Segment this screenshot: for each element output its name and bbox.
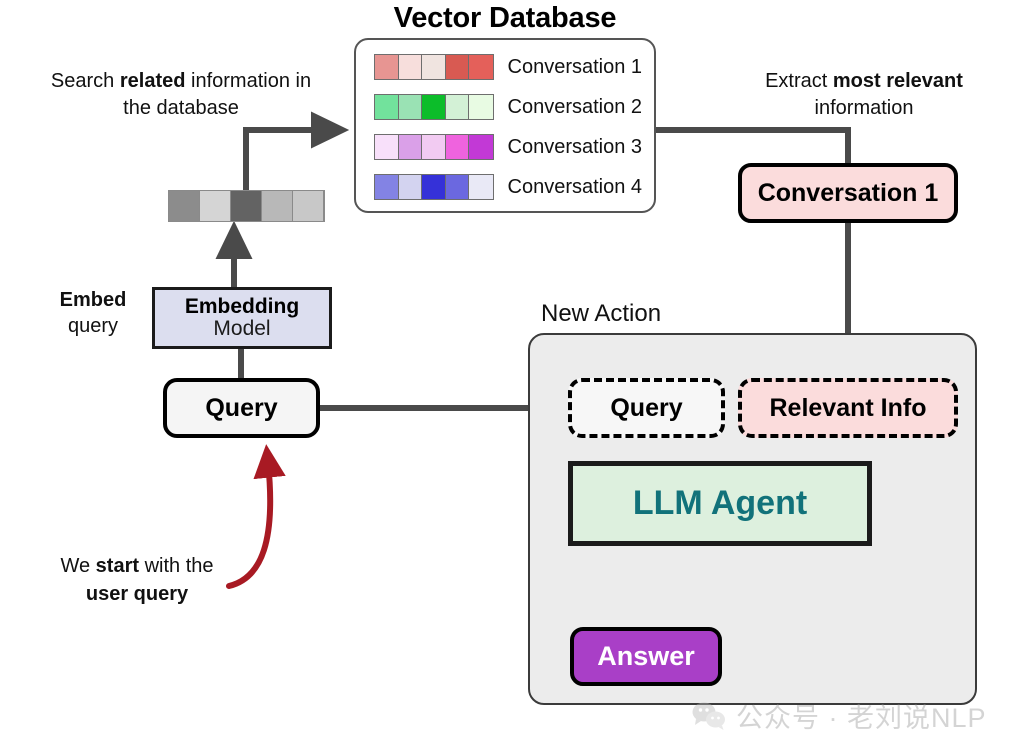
vector-database-panel: Conversation 1 Conversation 2 Conversati… bbox=[354, 38, 656, 213]
vector-cell bbox=[375, 55, 399, 79]
vector-cell bbox=[469, 135, 493, 159]
query-vector-cell bbox=[293, 191, 324, 221]
embedding-model-subtitle: Model bbox=[213, 317, 271, 340]
vector-cell bbox=[469, 55, 493, 79]
vector-cell bbox=[375, 95, 399, 119]
wechat-icon bbox=[692, 702, 725, 730]
vector-cell bbox=[422, 135, 446, 159]
vector-cell bbox=[375, 135, 399, 159]
vector-cell bbox=[398, 55, 422, 79]
watermark-text: 公众号 · 老刘说NLP bbox=[736, 703, 987, 733]
search-annotation: Search related information in the databa… bbox=[50, 70, 312, 119]
conversation-row: Conversation 2 bbox=[374, 94, 642, 120]
embedding-model-box[interactable]: Embedding Model bbox=[152, 287, 332, 349]
answer-box[interactable]: Answer bbox=[570, 627, 722, 686]
vector-cell bbox=[445, 55, 469, 79]
vector-cell bbox=[375, 175, 399, 199]
conversation-1-label: Conversation 1 bbox=[507, 55, 643, 78]
query-vector-cell bbox=[262, 191, 293, 221]
extract-arrow bbox=[656, 127, 851, 163]
vector-cell bbox=[422, 55, 446, 79]
query-vector-cell bbox=[231, 191, 262, 221]
watermark: 公众号 · 老刘说NLP bbox=[692, 696, 987, 735]
embedding-model-title: Embedding bbox=[184, 295, 300, 318]
conversation-2-label: Conversation 2 bbox=[507, 95, 643, 118]
vector-cell bbox=[422, 175, 446, 199]
conversation-4-label: Conversation 4 bbox=[507, 175, 643, 198]
vector-cell bbox=[445, 175, 469, 199]
relevant-info-box[interactable]: Relevant Info bbox=[738, 378, 958, 438]
vector-cell bbox=[469, 175, 493, 199]
new-action-label: New Action bbox=[541, 300, 662, 327]
conversation-4-vector bbox=[374, 174, 494, 200]
vector-database-title: Vector Database bbox=[393, 2, 617, 34]
conversation-2-vector bbox=[374, 94, 494, 120]
conversation-row: Conversation 4 bbox=[374, 174, 642, 200]
conversation-3-label: Conversation 3 bbox=[507, 135, 643, 158]
llm-agent-box[interactable]: LLM Agent bbox=[568, 461, 872, 546]
extract-annotation: Extract most relevant information bbox=[765, 70, 963, 119]
vector-cell bbox=[398, 95, 422, 119]
conversation-row: Conversation 3 bbox=[374, 134, 642, 160]
vector-cell bbox=[469, 95, 493, 119]
query-vector-cell bbox=[169, 191, 200, 221]
conversation-1-vector bbox=[374, 54, 494, 80]
vector-cell bbox=[445, 135, 469, 159]
search-arrow bbox=[243, 111, 350, 190]
query-embedding-vector bbox=[168, 190, 325, 222]
vector-cell bbox=[422, 95, 446, 119]
conversation-1-result-box[interactable]: Conversation 1 bbox=[738, 163, 958, 223]
conversation-3-vector bbox=[374, 134, 494, 160]
inner-query-box[interactable]: Query bbox=[568, 378, 725, 438]
query-box[interactable]: Query bbox=[163, 378, 320, 438]
vector-cell bbox=[398, 135, 422, 159]
vector-cell bbox=[398, 175, 422, 199]
query-vector-cell bbox=[200, 191, 231, 221]
conversation-row: Conversation 1 bbox=[374, 54, 642, 80]
vector-cell bbox=[445, 95, 469, 119]
